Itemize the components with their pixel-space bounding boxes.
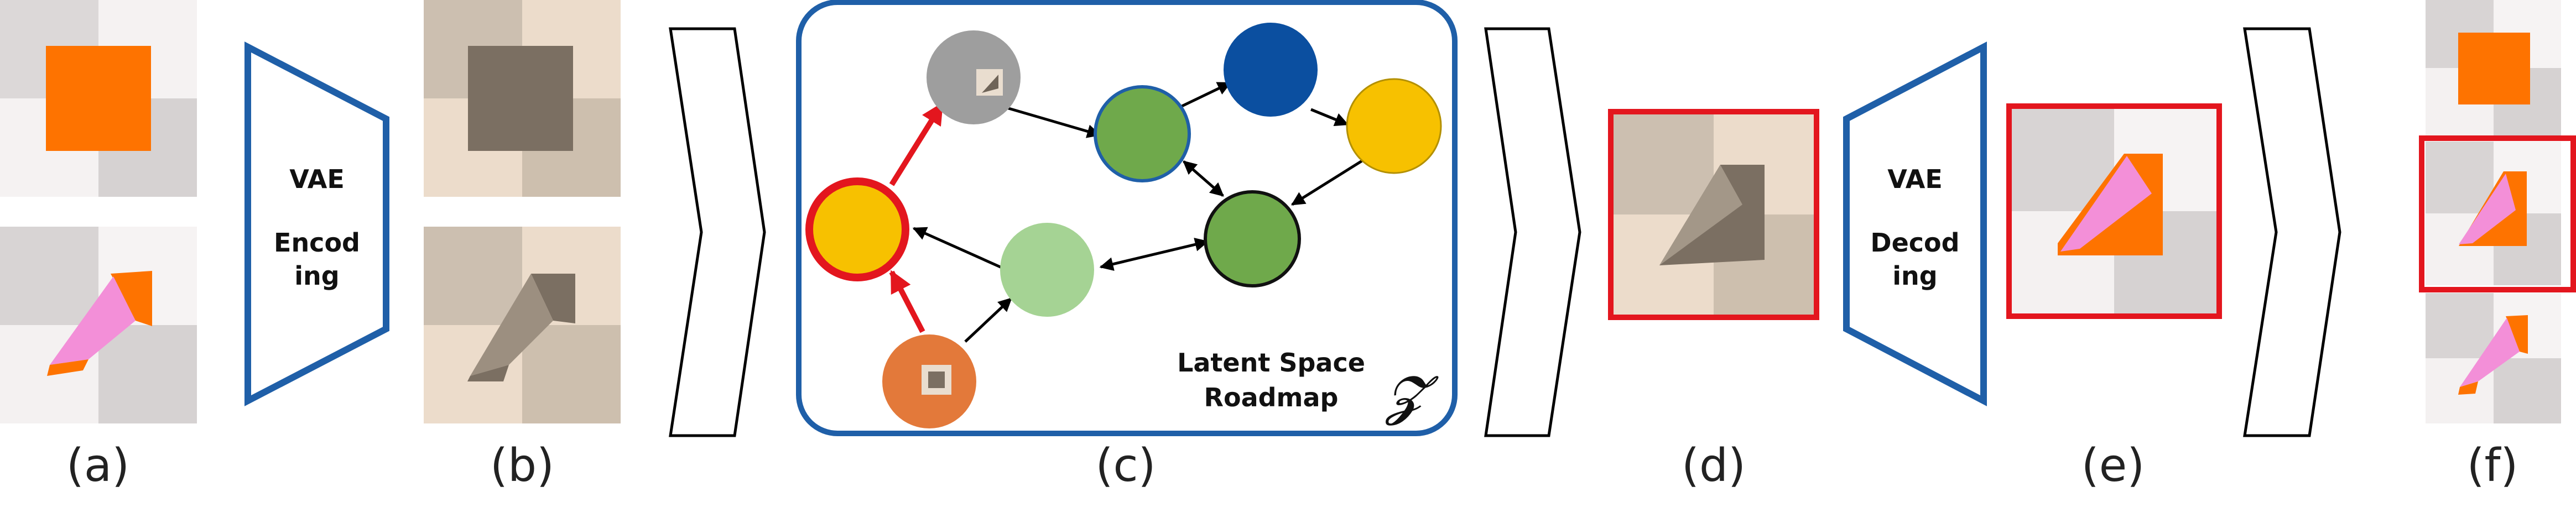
caption-d: (d) [1682,439,1746,492]
decoder-label-1: VAE [1887,164,1943,194]
caption-c: (c) [1095,439,1156,492]
panel-f-plan-2 [2419,135,2576,292]
edge-blue-yellow [1310,108,1349,127]
node-yellow-start [805,177,909,281]
panel-b-latent-top [424,0,621,197]
path-edge-orange-yellow [889,270,925,333]
decoder-label-3: ing [1892,261,1937,291]
orange-square [46,46,151,151]
path-edge-yellow-gray [889,102,945,186]
decoder-label-2: Decod [1870,228,1959,258]
node-orange [882,334,976,428]
caption-b: (b) [490,439,554,492]
panel-e-decoded-goal [2006,103,2222,319]
latent-square [468,46,573,151]
encoder-label-2: Encod [274,228,360,258]
caption-f: (f) [2467,439,2518,492]
panel-a-input-bottom [0,227,197,423]
chevron-arrow-1 [669,27,766,437]
latent-roadmap: Latent Space Roadmap 𝓩 [796,0,1458,436]
panel-f-plan-1 [2426,0,2561,135]
roadmap-title-line1: Latent Space [1177,348,1365,378]
caption-a: (a) [66,439,129,492]
vae-decoder: VAE Decod ing [1843,41,1987,406]
chevron-arrow-2 [1484,27,1581,437]
panel-b-latent-bottom [424,227,621,423]
panel-f-plan-3 [2426,293,2561,423]
edge-gray-green [1006,106,1101,138]
node-green-1 [1094,85,1191,182]
vae-encoder: VAE Encod ing [244,41,389,406]
node-green-2 [1204,190,1301,287]
caption-e: (e) [2081,439,2145,492]
edge-yellow-darkgreen [1290,158,1366,206]
chevron-arrow-3 [2243,27,2341,437]
edge-orange-lightgreen [964,297,1012,343]
roadmap-title-line2: Roadmap [1204,383,1339,412]
node-light-green [1000,223,1094,317]
encoder-label-3: ing [294,261,339,291]
node-yellow-1 [1346,78,1442,174]
encoder-label-1: VAE [289,164,345,194]
plan-goal-highlight [2419,135,2576,292]
edge-lightgreen-yellow [912,227,1004,270]
panel-d-latent-goal [1608,109,1819,320]
pink-shape [50,276,136,365]
edge-green-darkgreen [1183,160,1224,197]
edge-green-blue [1172,81,1232,112]
node-gray [927,30,1021,124]
node-blue [1224,23,1318,117]
panel-a-input-top [0,0,197,197]
edge-darkgreen-lightgreen [1099,238,1209,271]
